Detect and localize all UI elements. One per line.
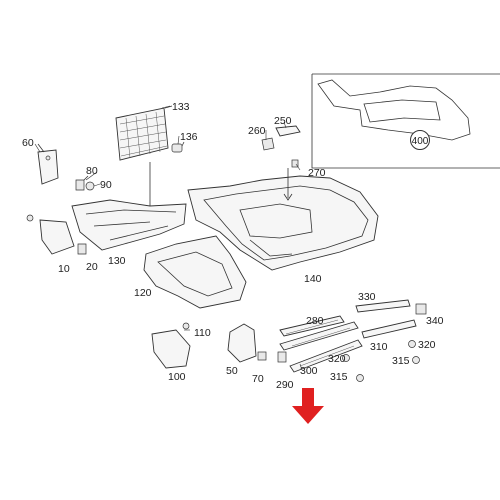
trim-130 <box>71 199 187 251</box>
callout-130: 130 <box>108 255 126 267</box>
callout-140: 140 <box>304 273 322 285</box>
callout-60: 60 <box>22 137 34 149</box>
callout-300: 300 <box>300 365 318 377</box>
fasteners-right <box>342 303 427 382</box>
callout-50: 50 <box>226 365 238 377</box>
sill-strips <box>279 299 417 373</box>
inset-badge-label: 400 <box>412 136 429 147</box>
callout-20: 20 <box>86 261 98 273</box>
panel-10 <box>26 214 87 255</box>
callout-290: 290 <box>276 379 294 391</box>
callout-340: 340 <box>426 315 444 327</box>
arch-120 <box>143 235 247 309</box>
fastener-80-90 <box>75 175 95 191</box>
clip-136 <box>171 141 185 153</box>
callout-250: 250 <box>274 115 292 127</box>
callout-136: 136 <box>180 131 198 143</box>
bracket-100 <box>151 322 191 369</box>
callout-270: 270 <box>308 167 326 179</box>
callout-labels: 60 80 90 10 20 130 133 136 260 250 270 1… <box>22 101 444 391</box>
callout-10: 10 <box>58 263 70 275</box>
callout-320-b: 320 <box>418 339 436 351</box>
callout-90: 90 <box>100 179 112 191</box>
callout-320-a: 320 <box>328 353 346 365</box>
callout-330: 330 <box>358 291 376 303</box>
parts-250-260-270 <box>261 125 301 168</box>
callout-260: 260 <box>248 125 266 137</box>
callout-315-a: 315 <box>330 371 348 383</box>
highlight-arrow <box>292 388 324 424</box>
leader-lines <box>34 105 303 371</box>
callout-110: 110 <box>194 327 211 339</box>
callout-280: 280 <box>306 315 324 327</box>
callout-120: 120 <box>134 287 152 299</box>
luggage-net <box>115 105 173 206</box>
bracket-60 <box>37 143 59 185</box>
floor-140 <box>187 168 379 271</box>
panel-50 <box>227 323 257 363</box>
callout-310: 310 <box>370 341 388 353</box>
callout-70: 70 <box>252 373 264 385</box>
callout-80: 80 <box>86 165 98 177</box>
callout-315-b: 315 <box>392 355 410 367</box>
inset-panel: 400 <box>311 73 500 169</box>
callout-133: 133 <box>172 101 190 113</box>
callout-100: 100 <box>168 371 186 383</box>
inset-badge <box>410 130 430 150</box>
clips-70-290 <box>257 351 287 363</box>
